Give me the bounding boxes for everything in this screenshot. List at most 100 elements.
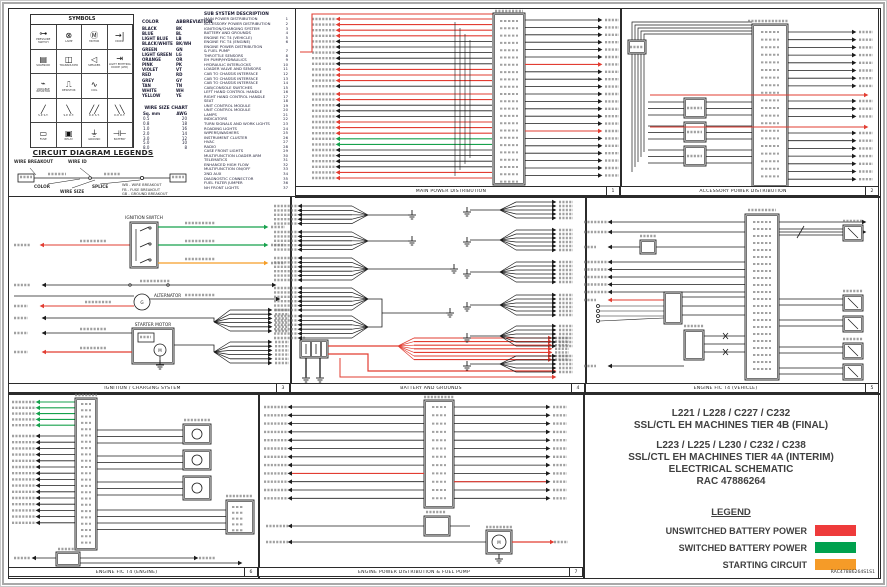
led-icon: ⇥ <box>116 53 124 63</box>
subsystem-number: 24 <box>283 125 288 131</box>
wire-awg: 14 <box>181 130 187 136</box>
color-name: BLUE <box>142 31 154 37</box>
symbol-cell: ▣RELAY <box>56 123 82 148</box>
subsystem-label: MULTIFUNCTION LOADER ARM <box>204 153 262 158</box>
wire-awg: 20 <box>181 115 187 121</box>
subsystem-number: 31 <box>283 157 288 163</box>
subsystem-label: IGNITION/CHARGING SYSTEM <box>204 26 260 31</box>
color-abbr: LB <box>176 36 182 42</box>
symbol-label: D.P. S.T. <box>88 112 100 117</box>
legend-row: SWITCHED BATTERY POWER <box>606 542 856 553</box>
subsystem-label: LOADER VALVE AND SENSORS <box>204 67 262 72</box>
callout-color: COLOR <box>34 184 50 189</box>
title-block: L221 / L228 / C227 / C232 SSL/CTL EH MAC… <box>584 394 878 576</box>
subsystem-row: ENGINE POWER DISTRIBUTION <box>204 45 288 50</box>
symbol-label: RELAY <box>64 137 73 142</box>
note-fb: FB - FUSE BREAKOUT <box>122 187 161 192</box>
panel-ignition-charging <box>8 196 292 395</box>
legend-label: UNSWITCHED BATTERY POWER <box>665 525 807 536</box>
panel-main-power <box>295 8 622 198</box>
subsystem-number: 29 <box>283 148 288 154</box>
subsystem-number: 37 <box>283 184 288 190</box>
rac-number: RAC 47886264 <box>696 476 766 487</box>
symbol-label: S.P. S.T. <box>38 112 49 117</box>
subsystem-label: CAB TO CHASSIS INTERFACE <box>204 76 258 81</box>
color-abbr: BK <box>176 26 183 31</box>
subsystem-number: 34 <box>283 171 288 176</box>
subsystem-label: DIAGNOSTIC CONNECTOR <box>204 176 254 181</box>
legend-swatch <box>815 525 856 536</box>
color-abbr: BK/WH <box>176 41 192 47</box>
color-abbr: GN <box>176 46 183 52</box>
color-name: PINK <box>142 62 153 68</box>
symbol-label: FUSE <box>39 137 47 142</box>
color-name: TAN <box>142 82 151 88</box>
model-line-2: L223 / L225 / L230 / C232 / C238 <box>656 440 806 451</box>
subsystem-number: 11 <box>283 66 288 72</box>
symbol-cell: ⌁VARIABLE RESISTOR <box>31 74 57 99</box>
wire-awg: 8 <box>184 145 187 151</box>
subsystem-label: UNIT CONTROL MODULE <box>204 108 251 113</box>
symbol-cell: ⊗LAMP <box>56 25 82 50</box>
subsystem-label: FUEL FILTER JUMPER <box>204 181 243 186</box>
color-name: BLACK/WHITE <box>142 41 173 47</box>
circuit-diagram-legends-title: CIRCUIT DIAGRAM LEGENDS <box>32 148 154 157</box>
wire-sqmm: 1.0 <box>143 125 150 131</box>
legend-row: UNSWITCHED BATTERY POWER <box>606 525 856 536</box>
color-name: WHITE <box>142 87 157 93</box>
subsystem-number: 7 <box>285 48 288 54</box>
symbol-label: DIODE <box>115 38 125 43</box>
symbol-label: RESISTOR <box>62 88 76 92</box>
subsystem-label: HYDRAULIC INTERLOCKS <box>204 62 251 67</box>
legend-row: STARTING CIRCUIT <box>606 559 856 570</box>
subsystem-number: 1 <box>285 16 288 22</box>
subsystem-number: 9 <box>285 57 288 63</box>
dpdt-switch-icon: ╲╲ <box>114 104 125 114</box>
subsystem-row: FUEL FILTER JUMPER 36 <box>204 181 288 186</box>
note-gb: GB - GROUND BREAKOUT <box>122 192 168 196</box>
symbol-label: TRANSDUCER <box>59 63 78 68</box>
symbol-label: SPEAKER <box>88 63 101 68</box>
color-abbr: PK <box>176 62 183 68</box>
wire-sqmm: 8.0 <box>143 145 150 151</box>
subsystem-label: CASE FRONT LIGHTS <box>204 149 244 154</box>
color-table-row: PINK PK <box>142 62 200 67</box>
symbol-label: BATTERY <box>113 137 126 142</box>
wire-awg: 12 <box>181 135 187 141</box>
subsystem-number: 27 <box>283 139 288 145</box>
subsystem-label: ENHANCED HIGH FLOW <box>204 162 249 167</box>
spst-switch-icon: ╱ <box>40 104 46 114</box>
subsystem-label: ENGINE POWER DISTRIBUTION <box>204 44 263 49</box>
panel-accessory-power <box>620 8 881 198</box>
subsystem-number: 33 <box>283 166 288 172</box>
legend-title: LEGEND <box>711 507 751 518</box>
subsystem-number: 36 <box>283 180 288 186</box>
wire-sqmm: 2.0 <box>143 130 150 136</box>
callout-wire-size: WIRE SIZE <box>60 189 85 194</box>
subsystem-label: RIGHT HAND CONTROL HANDLE <box>204 94 265 99</box>
machine-line-2: SSL/CTL EH MACHINES TIER 4A (INTERIM) <box>628 452 834 463</box>
subsystem-number: 6 <box>285 39 288 45</box>
color-table-header: COLOR ABBREVIATION <box>142 20 213 25</box>
symbol-cell: ⇥LIGHT EMITTING DIODE (LED) <box>107 49 133 75</box>
